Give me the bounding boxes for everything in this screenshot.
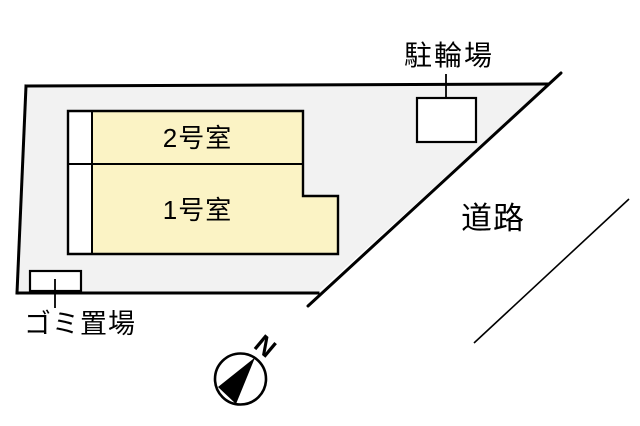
site-boundary-top [24, 82, 550, 88]
bicycle-parking-box [415, 96, 478, 144]
building-entry-strip [68, 111, 92, 254]
building-area [68, 111, 338, 254]
compass-needle-icon [218, 357, 255, 404]
site-boundary-left [15, 84, 28, 295]
room2-label: 2号室 [162, 123, 233, 153]
bicycle-parking-label: 駐輪場 [403, 40, 494, 71]
site-boundary-diagonal [306, 71, 563, 308]
room1-label: 1号室 [162, 195, 233, 225]
road-label: 道路 [461, 201, 525, 236]
building-outline [66, 109, 340, 256]
road-edge-line [473, 198, 630, 344]
garbage-area-label: ゴミ置場 [24, 309, 136, 339]
